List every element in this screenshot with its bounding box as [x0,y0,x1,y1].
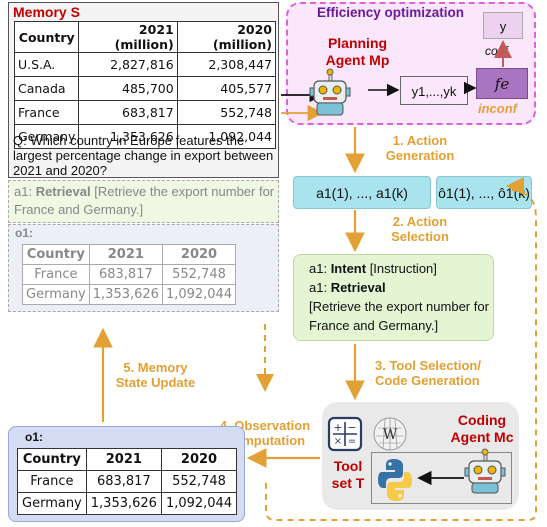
previous-action-box [8,180,279,223]
calculator-icon: + − × = [327,416,363,452]
svg-text:×: × [334,436,342,447]
step-action-selection: 2. Action Selection [391,214,449,244]
table-header-row: Country 2021 (million) 2020 (million) [13,21,277,53]
table-cell: France [17,470,87,493]
table-row: Canada 485,700 405,577 [13,76,277,101]
action-candidates-box: a1(1), ..., a1(k) [293,176,431,209]
planning-agent-label: Planning Agent Mp [325,35,390,68]
table-cell: France [13,100,80,125]
table-row: U.S.A. 2,827,816 2,308,447 [13,52,277,77]
observation-table: Country 2021 2020 France 683,817 552,748… [17,448,238,515]
robot-icon [309,68,351,116]
step-tool-selection: 3. Tool Selection/ Code Generation [375,358,481,388]
question-text: Q: Which country in Europe features the … [13,133,274,178]
svg-text:W: W [383,427,398,443]
table-cell: 1,092,044 [161,284,237,305]
candidate-outputs-box: y1,...,yk [400,76,468,105]
table-cell: 2,308,447 [176,52,277,77]
table-row: Germany 1,353,626 1,092,044 [17,492,238,515]
python-icon [378,459,412,501]
code-execution-box [371,452,512,504]
memory-title: Memory S [13,4,80,20]
table-cell: 552,748 [176,100,277,125]
step-memory-update: 5. Memory State Update [115,360,196,390]
memory-table: Country 2021 (million) 2020 (million) U.… [13,21,277,149]
table-header-row: Country 2021 2020 [22,244,237,265]
table-header-cell: 2021 (million) [78,21,178,53]
table-cell: 1,353,626 [78,124,178,149]
table-cell: Germany [13,124,80,149]
selected-retrieval-detail: [Retrieve the export number for France a… [309,299,489,333]
tool-set-label: Tool set T [331,458,365,491]
table-cell: Canada [13,76,80,101]
selected-action-text: a1: Intent [Instruction] a1: Retrieval [… [309,259,493,335]
previous-observation-table: Country 2021 2020 France 683,817 552,748… [22,244,237,305]
table-cell: 2,827,816 [78,52,178,77]
observation-label: o1: [25,430,43,444]
table-cell: 1,353,626 [88,284,163,305]
coding-agent-label: Coding Agent Mc [450,412,514,445]
table-header-cell: Country [17,448,87,471]
output-y-box: y [483,12,523,39]
table-cell: 683,817 [88,264,163,285]
table-cell: 1,092,044 [160,492,238,515]
previous-observation-label: o1: [15,226,33,240]
table-header-cell: 2020 (million) [176,21,277,53]
dashed-loop-right [265,189,537,521]
selected-intent-line: a1: Intent [Instruction] [309,261,437,276]
svg-text:−: − [347,421,356,434]
table-cell: 1,092,044 [176,124,277,149]
previous-action-text: a1: Retrieval [Retrieve the export numbe… [14,184,275,217]
selected-action-box [293,254,494,341]
table-cell: Germany [22,284,90,305]
table-cell: 683,817 [78,100,178,125]
efficiency-optimization-title: Efficiency optimization [317,5,465,20]
inconf-label: inconf [478,101,517,116]
table-header-cell: Country [22,244,90,265]
svg-text:+: + [333,421,342,434]
table-header-cell: Country [13,21,80,53]
robot-icon [464,448,506,494]
table-cell: U.S.A. [13,52,80,77]
table-cell: Germany [17,492,87,515]
table-row: France 683,817 552,748 [13,100,277,125]
table-cell: 485,700 [78,76,178,101]
step-action-generation: 1. Action Generation [385,133,455,163]
table-row: Germany 1,353,626 1,092,044 [22,284,237,305]
wikipedia-icon: W [373,417,407,451]
selected-retrieval-line: a1: Retrieval [309,280,386,295]
table-cell: 1,353,626 [85,492,162,515]
table-row: Germany 1,353,626 1,092,044 [13,124,277,149]
svg-text:=: = [348,436,356,447]
